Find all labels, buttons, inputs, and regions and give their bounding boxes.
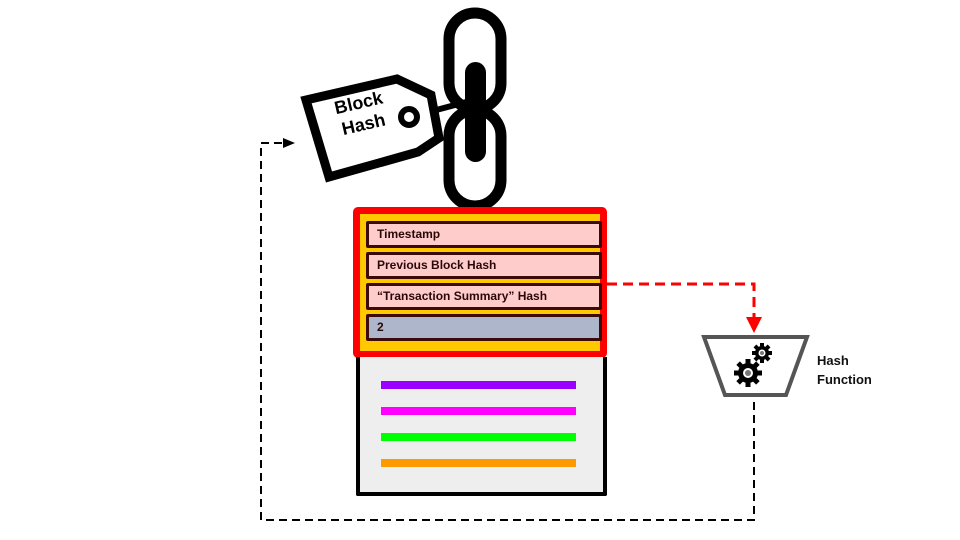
tag-icon <box>300 74 444 183</box>
block-body <box>356 357 607 496</box>
field-nonce: 2 <box>366 314 602 341</box>
hash-function-icon <box>701 335 810 397</box>
hash-function-label-line2: Function <box>817 372 872 387</box>
hash-function-label: Hash Function <box>817 351 872 389</box>
transaction-line <box>381 381 576 389</box>
header-to-hash-arrow <box>607 282 762 333</box>
transaction-line <box>381 433 576 441</box>
arrowhead-icon <box>746 317 762 333</box>
transaction-line <box>381 459 576 467</box>
transaction-line <box>381 407 576 415</box>
field-transaction-summary-hash: “Transaction Summary” Hash <box>366 283 602 310</box>
field-previous-block-hash: Previous Block Hash <box>366 252 602 279</box>
chain-icon <box>443 7 507 212</box>
field-timestamp: Timestamp <box>366 221 602 248</box>
hash-function-label-line1: Hash <box>817 353 849 368</box>
block-header: Timestamp Previous Block Hash “Transacti… <box>353 207 607 358</box>
gears-icon <box>734 343 772 387</box>
arrowhead-icon <box>283 138 295 148</box>
feedback-arrow <box>260 138 755 521</box>
